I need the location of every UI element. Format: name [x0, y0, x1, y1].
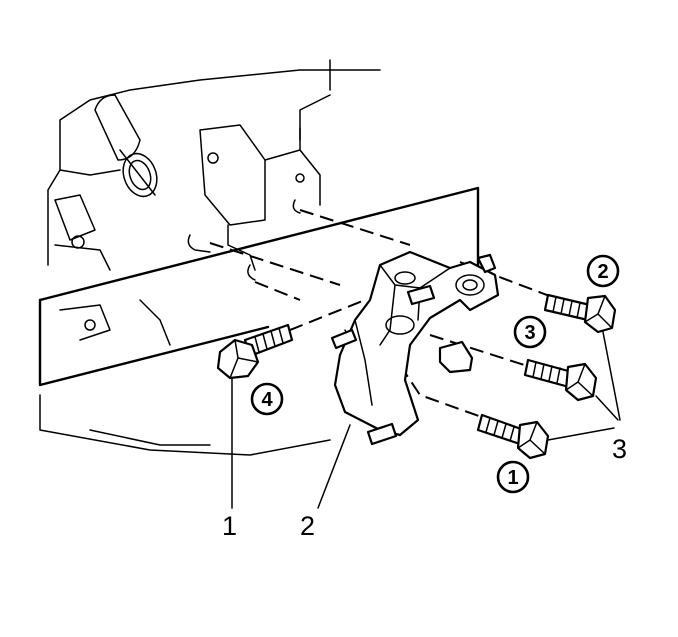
- bolt-middle-right: [523, 358, 598, 402]
- svg-text:2: 2: [597, 261, 608, 283]
- bolt-left: [216, 323, 294, 380]
- sequence-marker-4: 4: [250, 382, 284, 416]
- bolt-top-right: [543, 293, 617, 334]
- part-callouts: 1 2 3: [222, 434, 627, 541]
- sequence-marker-3: 3: [513, 315, 547, 349]
- sequence-marker-2: 2: [586, 254, 620, 288]
- svg-text:3: 3: [524, 322, 535, 344]
- svg-text:1: 1: [507, 467, 518, 489]
- engine-block: [38, 59, 480, 456]
- leader-lines: [231, 331, 621, 509]
- svg-text:4: 4: [261, 389, 273, 411]
- bolt-lower-right: [476, 413, 550, 460]
- callout-2: 2: [300, 511, 315, 541]
- bracket: [330, 250, 500, 446]
- callout-1: 1: [222, 511, 237, 541]
- sequence-markers: 2 3 4 1: [250, 254, 620, 494]
- callout-3: 3: [612, 434, 627, 464]
- sequence-marker-1: 1: [496, 460, 530, 494]
